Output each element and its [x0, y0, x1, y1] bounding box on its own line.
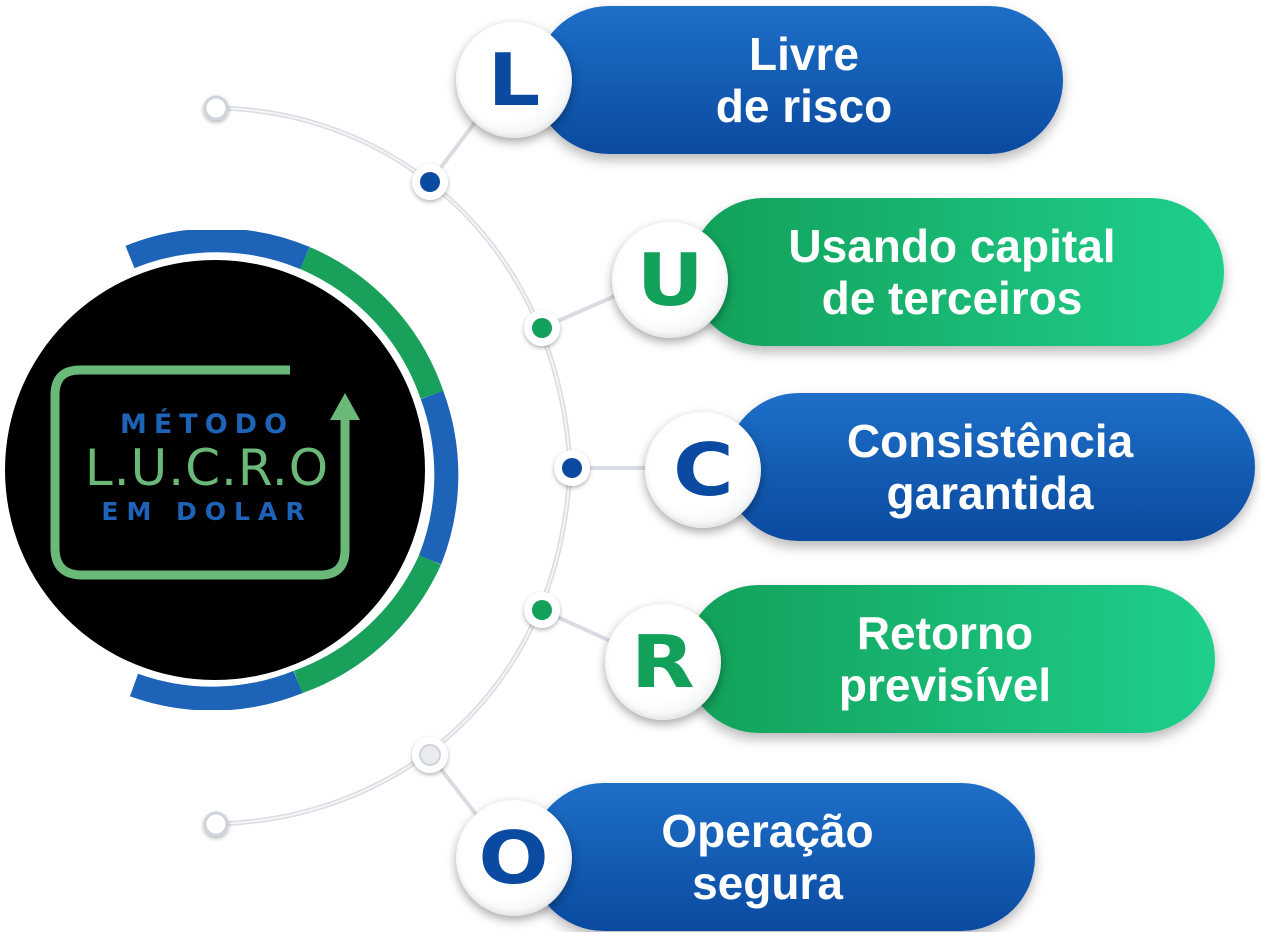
letter-r: R	[631, 620, 695, 704]
letter-badge-u: U	[612, 222, 728, 338]
node-dot-r	[532, 600, 552, 620]
item-pill-livre-de-risco: Livre de risco	[535, 6, 1063, 154]
item-label: Livre de risco	[715, 28, 893, 132]
logo-line-lucro: L.U.C.R.O	[84, 439, 330, 497]
arc-end-top	[203, 95, 229, 121]
node-dot-c	[562, 458, 582, 478]
item-label: Retorno previsível	[838, 607, 1052, 711]
letter-badge-c: C	[645, 412, 761, 528]
logo-line-metodo: MÉTODO	[119, 409, 295, 440]
node-dot-o	[419, 744, 441, 766]
letter-badge-o: O	[456, 800, 572, 916]
letter-o: O	[478, 816, 550, 900]
item-label: Consistência garantida	[846, 415, 1134, 519]
item-pill-retorno: Retorno previsível	[685, 585, 1215, 733]
item-pill-operacao: Operação segura	[530, 783, 1035, 931]
letter-u: U	[636, 238, 704, 322]
item-pill-usando-capital: Usando capital de terceiros	[690, 198, 1224, 346]
letter-badge-l: L	[456, 22, 572, 138]
item-label: Usando capital de terceiros	[788, 220, 1116, 324]
node-dot-l	[420, 172, 440, 192]
node-dot-u	[532, 318, 552, 338]
item-pill-consistencia: Consistência garantida	[725, 393, 1255, 541]
letter-badge-r: R	[605, 604, 721, 720]
logo-text: MÉTODO L.U.C.R.O EM DOLAR	[62, 408, 352, 530]
letter-c: C	[672, 428, 734, 512]
item-label: Operação segura	[661, 805, 874, 909]
arc-end-bottom	[203, 811, 229, 837]
logo-line-em-dolar: EM DOLAR	[101, 497, 313, 526]
letter-l: L	[487, 38, 541, 122]
logo-disc	[5, 230, 459, 710]
